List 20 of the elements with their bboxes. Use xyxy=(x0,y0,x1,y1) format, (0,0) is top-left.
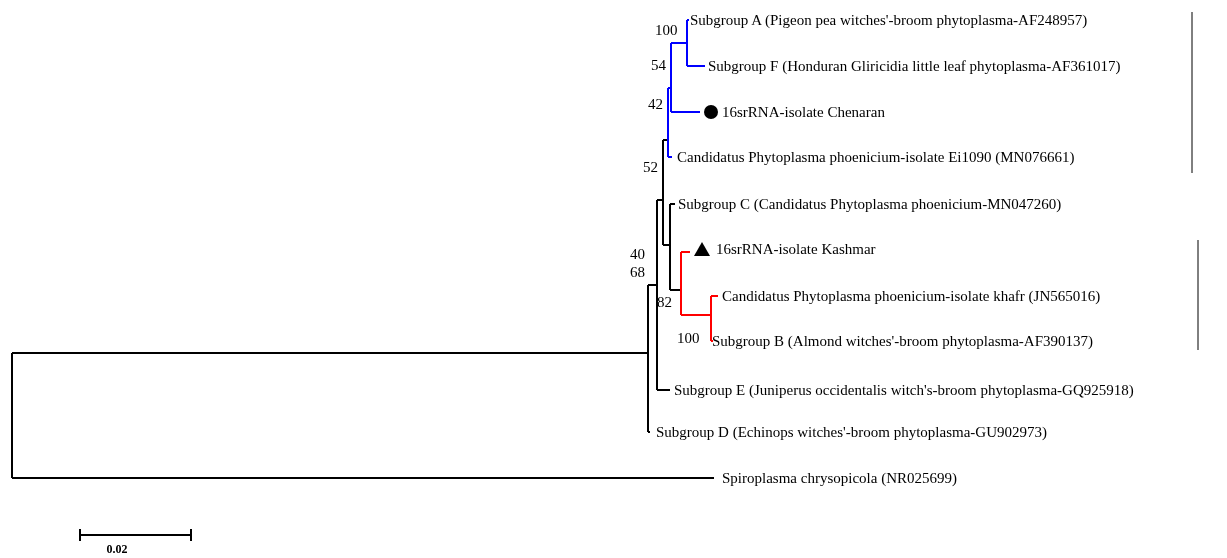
taxon-label: Subgroup D (Echinops witches'-broom phytoplasma-GU902973) xyxy=(656,423,1047,441)
scale-label: 0.02 xyxy=(106,540,128,558)
support-value: 54 xyxy=(651,56,666,74)
support-value: 42 xyxy=(648,95,663,113)
support-value: 100 xyxy=(655,21,678,39)
taxon-label: Subgroup E (Juniperus occidentalis witch's-broom phytoplasma-GQ925918) xyxy=(674,381,1134,399)
taxon-label: 16srRNA-isolate Chenaran xyxy=(722,103,885,121)
taxon-label: Candidatus Phytoplasma phoenicium-isolate Ei1090 (MN076661) xyxy=(677,148,1075,166)
taxon-label: Subgroup F (Honduran Gliricidia little leaf phytoplasma-AF361017) xyxy=(708,57,1121,75)
taxon-label: Subgroup B (Almond witches'-broom phytoplasma-AF390137) xyxy=(712,332,1093,350)
support-value: 68 xyxy=(630,263,645,281)
taxon-label: Subgroup C (Candidatus Phytoplasma phoenicium-MN047260) xyxy=(678,195,1062,213)
taxon-label: 16srRNA-isolate Kashmar xyxy=(716,240,876,258)
support-value: 100 xyxy=(677,329,700,347)
support-value: 52 xyxy=(643,158,658,176)
taxon-label: Spiroplasma chrysopicola (NR025699) xyxy=(722,469,957,487)
taxon-label: Subgroup A (Pigeon pea witches'-broom phytoplasma-AF248957) xyxy=(690,11,1088,29)
taxon-label: Candidatus Phytoplasma phoenicium-isolate khafr (JN565016) xyxy=(722,287,1101,305)
support-value: 82 xyxy=(657,293,672,311)
support-value: 40 xyxy=(630,245,645,263)
